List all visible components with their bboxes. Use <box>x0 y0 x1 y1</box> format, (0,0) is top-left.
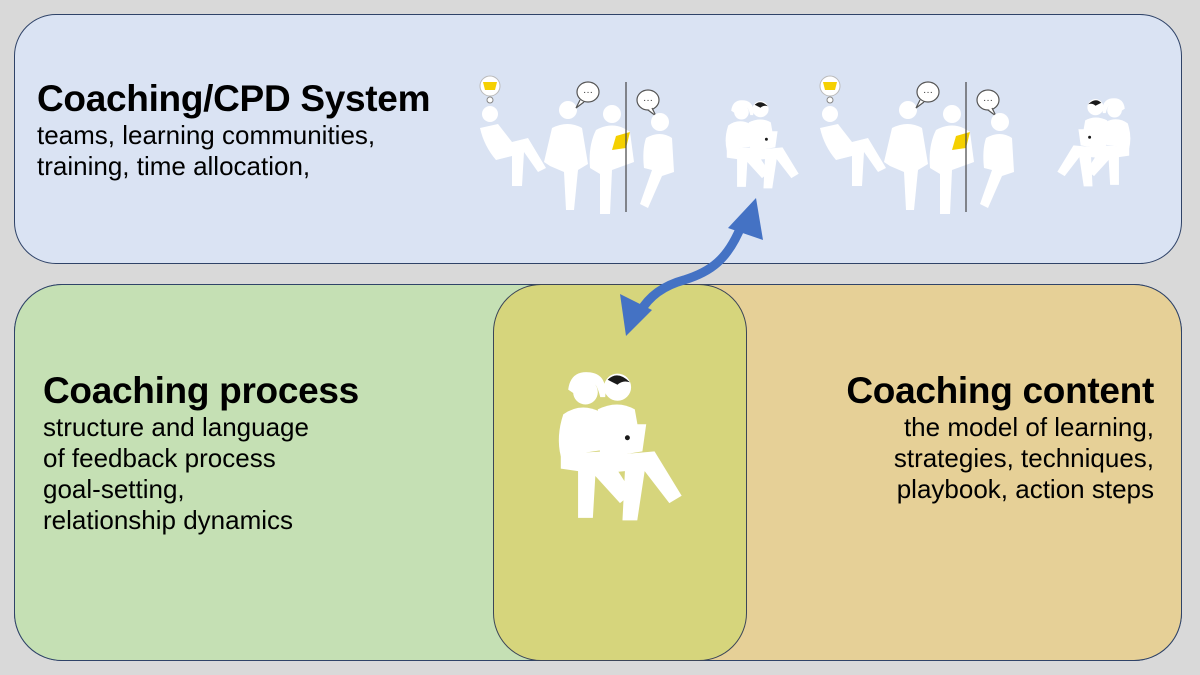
process-line-4: relationship dynamics <box>43 505 294 535</box>
content-title: Coaching content <box>846 370 1154 411</box>
process-line-1: structure and language <box>43 412 309 442</box>
coaching-content-box <box>660 284 1182 661</box>
process-line-2: of feedback process <box>43 443 276 473</box>
process-title: Coaching process <box>43 370 359 411</box>
content-text-block: Coaching content the model of learning, … <box>846 370 1154 505</box>
overlap-box <box>493 284 747 661</box>
system-text-block: Coaching/CPD System teams, learning comm… <box>37 78 430 182</box>
process-text-block: Coaching process structure and language … <box>43 370 359 536</box>
double-headed-arrow-icon <box>620 198 763 336</box>
content-line-3: playbook, action steps <box>896 474 1154 504</box>
content-line-1: the model of learning, <box>903 412 1154 442</box>
system-line-1: teams, learning communities, <box>37 120 376 150</box>
pair-laptop-center-icon <box>558 372 682 521</box>
content-line-2: strategies, techniques, <box>893 443 1154 473</box>
pair-laptop-icon <box>1057 98 1131 187</box>
system-title: Coaching/CPD System <box>37 78 431 119</box>
system-line-2: training, time allocation, <box>37 151 311 181</box>
group-discussion-icon <box>819 75 1015 215</box>
process-line-3: goal-setting, <box>43 474 185 504</box>
coaching-process-box <box>14 284 574 661</box>
